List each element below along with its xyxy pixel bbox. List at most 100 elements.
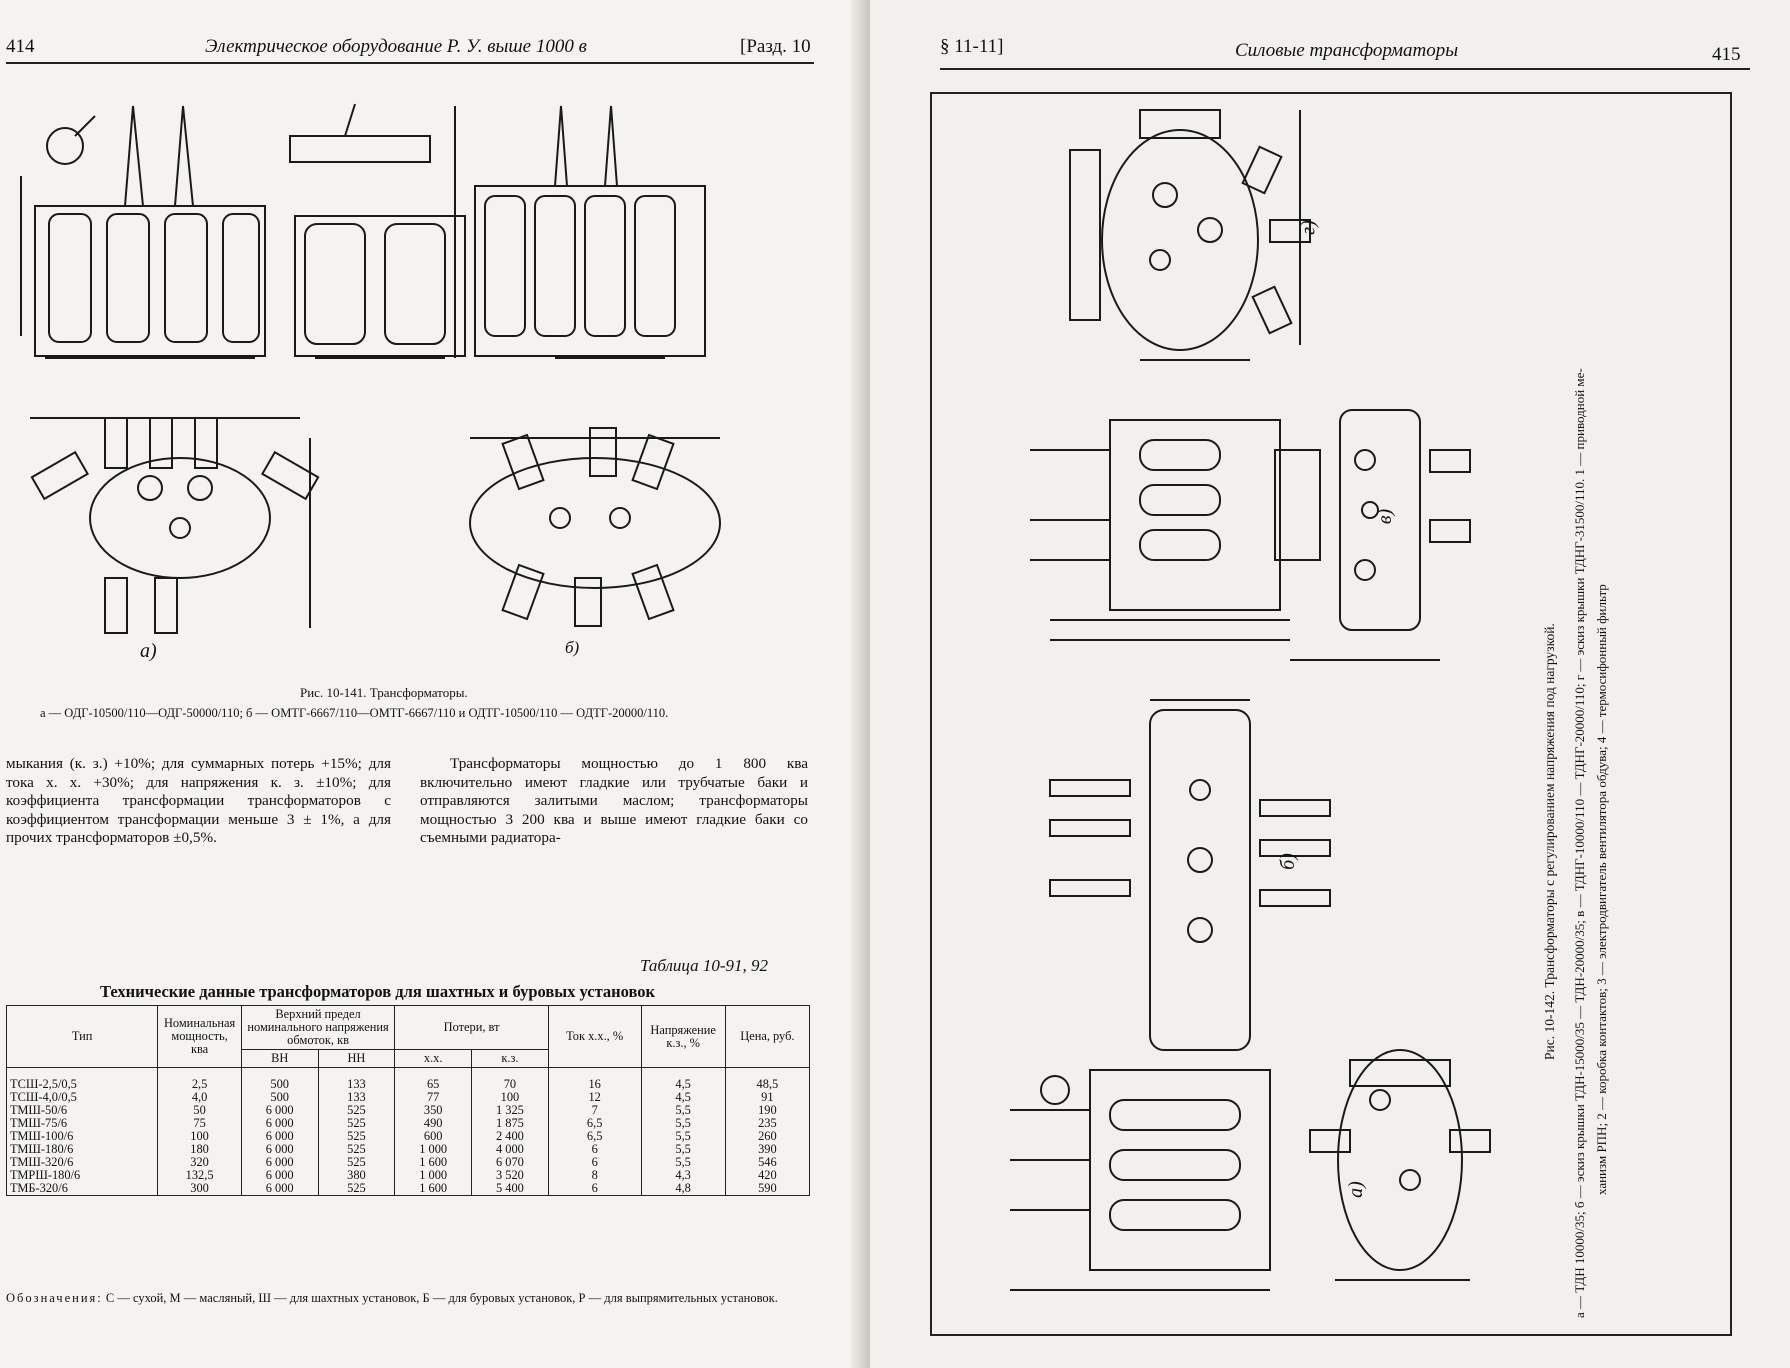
table-cell: 70 [471,1067,549,1091]
table-cell: 1 600 [394,1156,473,1169]
table-cell: 500 [240,1091,319,1104]
table-cell: 133 [317,1067,396,1091]
table-cell: 6 000 [240,1143,319,1156]
table-cell: 525 [317,1104,396,1117]
table-cell: 1 000 [394,1143,473,1156]
table-cell: 2 400 [471,1130,549,1143]
table-cell: 48,5 [724,1067,811,1091]
table-cell: 77 [394,1091,473,1104]
header-rule-right [940,68,1750,70]
cell-type: ТМШ-320/6 [5,1156,159,1169]
transformer-drawings-top [15,96,815,416]
col-losses: Потери, вт [394,1005,549,1050]
table-cell: 100 [471,1091,549,1104]
figure-caption-title: Рис. 10-141. Трансформаторы. [300,685,468,700]
notes-text: С — сухой, М — масляный, Ш — для шахтных… [105,1291,778,1305]
col-vn: ВН [240,1049,319,1068]
table-cell: 525 [317,1156,396,1169]
page-number: 414 [6,36,35,57]
right-page: § 11-11] Силовые трансформаторы 415 [870,0,1790,1368]
col-type: Тип [5,1005,159,1068]
table-cell: 390 [724,1143,811,1156]
table-cell: 420 [724,1169,811,1182]
table-cell: 490 [394,1117,473,1130]
table-cell: 235 [724,1117,811,1130]
running-head-right: Силовые трансформаторы [1235,40,1459,61]
table-cell: 4 000 [471,1143,549,1156]
table-cell: 350 [394,1104,473,1117]
cell-type: ТМБ-320/6 [5,1182,159,1196]
table-cell: 260 [724,1130,811,1143]
col-nn: НН [317,1049,396,1068]
figure-sub-b: б) [565,638,580,657]
cell-type: ТСШ-2,5/0,5 [5,1067,159,1091]
paragraph-left: мыкания (к. з.) +10%; для суммарных поте… [6,755,391,846]
section-ref-right: § 11-11] [940,36,1004,57]
table-cell: 4,5 [640,1067,726,1091]
table-cell: 65 [394,1067,473,1091]
paragraph-right: Трансформаторы мощностью до 1 800 ква вк… [420,755,808,846]
table-cell: 1 600 [394,1182,473,1196]
figure-sub-v: в) [1374,508,1397,525]
table-cell: 2,5 [157,1067,242,1091]
table-title: Технические данные трансформаторов для ш… [100,982,656,1001]
cell-type: ТСШ-4,0/0,5 [5,1091,159,1104]
table-cell: 4,0 [157,1091,242,1104]
figure-caption-title-right: Рис. 10-142. Трансформаторы с регулирова… [1542,623,1557,1060]
cell-type: ТМШ-75/6 [5,1117,159,1130]
table-cell: 380 [317,1169,396,1182]
table-cell: 5,5 [640,1104,726,1117]
table-cell: 5,5 [640,1117,726,1130]
table-cell: 132,5 [157,1169,242,1182]
data-table: Тип Номинальная мощность, ква Верхний пр… [5,1005,811,1196]
col-power: Номинальная мощность, ква [157,1005,242,1068]
table-cell: 16 [547,1067,642,1091]
table-cell: 300 [157,1182,242,1196]
table-cell: 6 000 [240,1117,319,1130]
col-xx: х.х. [394,1049,473,1068]
running-head: Электрическое оборудование Р. У. выше 10… [205,36,587,57]
table-cell: 91 [724,1091,811,1104]
table-cell: 5 400 [471,1182,549,1196]
table-cell: 4,5 [640,1091,726,1104]
table-cell: 500 [240,1067,319,1091]
figure-caption-legend: а — ОДГ-10500/110—ОДГ-50000/110; б — ОМТ… [40,706,669,720]
table-cell: 6 [547,1182,642,1196]
table-cell: 100 [157,1130,242,1143]
cell-type: ТМШ-100/6 [5,1130,159,1143]
notes-label: Обозначения: [6,1291,103,1305]
figure-caption-line1: а — ТДН 10000/35; б — эскиз крышки ТДН-1… [1572,368,1587,1318]
table-cell: 525 [317,1143,396,1156]
figure-sub-g: г) [1297,220,1320,235]
table-cell: 12 [547,1091,642,1104]
col-nl-current: Ток х.х., % [547,1005,642,1068]
table-cell: 50 [157,1104,242,1117]
cell-type: ТМШ-180/6 [5,1143,159,1156]
table-cell: 3 520 [471,1169,549,1182]
header-rule [6,62,814,64]
table-cell: 4,3 [640,1169,726,1182]
table-cell: 1 000 [394,1169,473,1182]
left-page: 414 Электрическое оборудование Р. У. выш… [0,0,870,1368]
table-cell: 133 [317,1091,396,1104]
transformer-drawings-right [970,100,1530,1320]
table-cell: 6 000 [240,1182,319,1196]
table-cell: 6 000 [240,1104,319,1117]
figure-sub-b-right: б) [1276,853,1299,870]
table-cell: 525 [317,1117,396,1130]
section-ref: [Разд. 10 [740,36,811,57]
table-cell: 1 325 [471,1104,549,1117]
transformer-top-views [30,408,810,668]
col-sc-voltage: Напряжение к.з., % [640,1005,726,1068]
